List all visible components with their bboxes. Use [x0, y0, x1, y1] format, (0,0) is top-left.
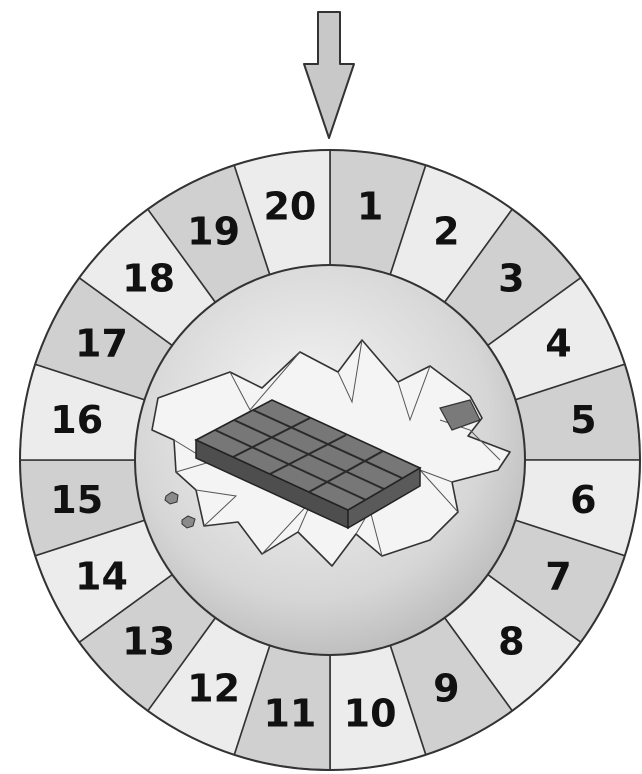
segment-label-10: 10: [344, 691, 397, 735]
segment-label-4: 4: [545, 322, 571, 366]
segment-label-18: 18: [122, 257, 175, 301]
segment-label-2: 2: [433, 210, 459, 254]
segment-label-16: 16: [50, 398, 103, 442]
segment-label-14: 14: [75, 554, 128, 598]
segment-label-5: 5: [570, 398, 596, 442]
segment-label-3: 3: [498, 257, 524, 301]
segment-label-20: 20: [263, 185, 316, 229]
down-arrow-icon: [304, 12, 354, 138]
segment-label-7: 7: [545, 554, 571, 598]
segment-label-15: 15: [50, 478, 103, 522]
segment-label-9: 9: [433, 667, 459, 711]
segment-label-12: 12: [187, 667, 240, 711]
segment-label-8: 8: [498, 619, 524, 663]
segment-label-11: 11: [263, 691, 316, 735]
segment-label-17: 17: [75, 322, 128, 366]
segment-label-13: 13: [122, 619, 175, 663]
segment-label-6: 6: [570, 478, 596, 522]
pointer-arrow: [304, 12, 354, 138]
segment-label-19: 19: [187, 210, 240, 254]
wheel-center-hub: [135, 265, 525, 655]
segment-label-1: 1: [357, 185, 383, 229]
